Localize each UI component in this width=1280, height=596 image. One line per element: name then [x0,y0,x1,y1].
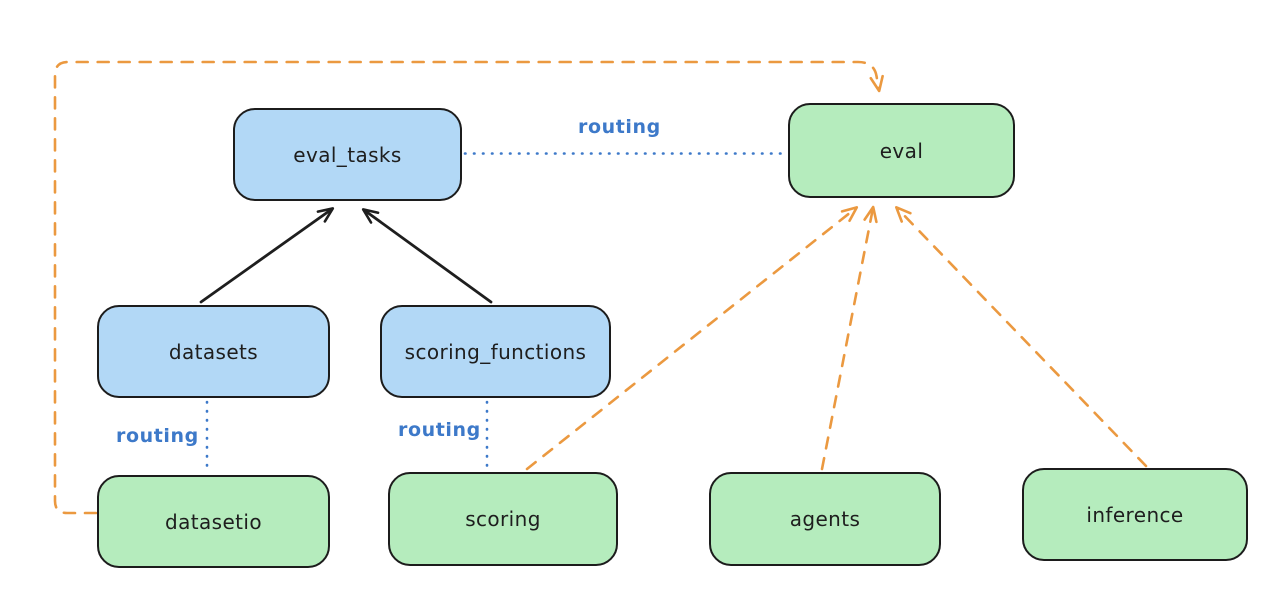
edge-label-routing-eval-tasks-eval: routing [578,116,661,138]
node-datasets: datasets [97,305,330,398]
edge-label-routing-datasets-datasetio: routing [116,425,199,447]
node-scoring: scoring [388,472,618,566]
node-eval-tasks: eval_tasks [233,108,462,201]
edge-scoring-to-eval [525,206,859,471]
node-inference: inference [1022,468,1248,561]
edge-inference-to-eval [895,205,1148,468]
node-agents: agents [709,472,941,566]
node-scoring-functions: scoring_functions [380,305,611,398]
edge-agents-to-eval [820,205,878,471]
edge-datasetio-to-eval [53,60,884,515]
edge-datasets-to-eval-tasks [199,207,335,304]
edge-label-routing-scoring-functions-scoring: routing [398,419,481,441]
node-eval: eval [788,103,1015,198]
edge-scoring-functions-to-eval-tasks [361,208,493,304]
node-datasetio: datasetio [97,475,330,568]
